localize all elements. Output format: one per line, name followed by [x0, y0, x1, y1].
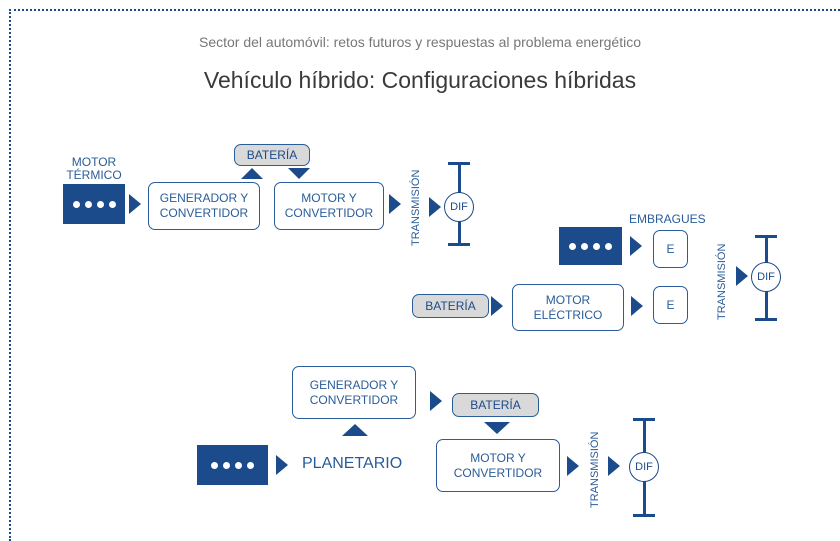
generator-line1: GENERADOR Y — [309, 377, 399, 392]
arrow-right-icon — [630, 236, 642, 256]
arrow-right-icon — [429, 197, 441, 217]
axle-cap-bottom — [755, 318, 777, 321]
arrow-up-icon — [342, 424, 368, 436]
engine-dot — [247, 461, 254, 469]
thermal-engine — [63, 184, 125, 224]
axle-cap-top — [755, 235, 777, 238]
generator-converter-box: GENERADOR Y CONVERTIDOR — [148, 182, 260, 230]
arrow-right-icon — [631, 296, 643, 316]
engine-dot — [569, 242, 576, 250]
thermal-engine-label-line2: TÉRMICO — [66, 168, 122, 183]
arrow-right-icon — [276, 455, 288, 475]
planetary-label: PLANETARIO — [302, 455, 403, 472]
engine-dot — [581, 242, 588, 250]
transmission-label: TRANSMISIÓN — [589, 431, 601, 508]
axle-cap-top — [633, 418, 655, 421]
engine-dot — [235, 461, 242, 469]
engine-dot — [223, 461, 230, 469]
electric-motor-line1: MOTOR — [545, 292, 591, 307]
battery-box: BATERÍA — [452, 393, 539, 417]
arrow-right-icon — [430, 391, 442, 411]
motor-line2: CONVERTIDOR — [453, 465, 543, 480]
engine-dot — [593, 242, 600, 250]
electric-motor-box: MOTOR ELÉCTRICO — [512, 284, 624, 331]
engine-dot — [605, 242, 612, 250]
arrow-down-icon — [288, 168, 310, 179]
arrow-right-icon — [389, 194, 401, 214]
motor-converter-box: MOTOR Y CONVERTIDOR — [274, 182, 384, 230]
differential: DIF — [629, 452, 659, 482]
generator-line2: CONVERTIDOR — [159, 206, 249, 220]
clutch-box-upper: E — [653, 230, 688, 268]
axle-cap-bottom — [633, 514, 655, 517]
arrow-down-icon — [484, 422, 510, 434]
battery-box: BATERÍA — [412, 294, 489, 318]
generator-line2: CONVERTIDOR — [309, 392, 399, 407]
motor-line2: CONVERTIDOR — [284, 206, 374, 220]
differential: DIF — [444, 192, 474, 222]
axle-cap-top — [448, 162, 470, 165]
clutch-box-lower: E — [653, 286, 688, 324]
arrow-right-icon — [129, 194, 141, 214]
thermal-engine — [559, 227, 622, 265]
arrow-right-icon — [608, 456, 620, 476]
engine-dot — [108, 200, 116, 208]
engine-dot — [211, 461, 218, 469]
arrow-up-icon — [241, 168, 263, 179]
thermal-engine-label-line1: MOTOR — [71, 155, 117, 169]
motor-converter-box: MOTOR Y CONVERTIDOR — [436, 439, 560, 492]
motor-line1: MOTOR Y — [470, 450, 526, 465]
arrow-right-icon — [567, 456, 579, 476]
electric-motor-line2: ELÉCTRICO — [533, 307, 603, 322]
differential: DIF — [751, 262, 781, 292]
engine-dot — [96, 200, 104, 208]
arrow-right-icon — [491, 296, 503, 316]
dotted-frame-left — [9, 9, 11, 541]
battery-box: BATERÍA — [234, 144, 310, 166]
generator-line1: GENERADOR Y — [159, 191, 249, 205]
engine-dot — [84, 200, 92, 208]
page-subtitle: Sector del automóvil: retos futuros y re… — [198, 34, 641, 50]
axle-cap-bottom — [448, 243, 470, 246]
dotted-frame-top — [9, 9, 840, 11]
clutches-label: EMBRAGUES — [629, 212, 706, 226]
thermal-engine-label: MOTOR TÉRMICO — [64, 155, 124, 183]
engine-dot — [72, 200, 80, 208]
generator-converter-box: GENERADOR Y CONVERTIDOR — [292, 366, 416, 419]
arrow-right-icon — [736, 266, 748, 286]
transmission-label: TRANSMISIÓN — [716, 243, 728, 320]
thermal-engine — [197, 445, 268, 485]
transmission-label: TRANSMISIÓN — [410, 169, 422, 246]
page-title: Vehículo híbrido: Configuraciones híbrid… — [203, 67, 637, 93]
motor-line1: MOTOR Y — [301, 191, 357, 205]
